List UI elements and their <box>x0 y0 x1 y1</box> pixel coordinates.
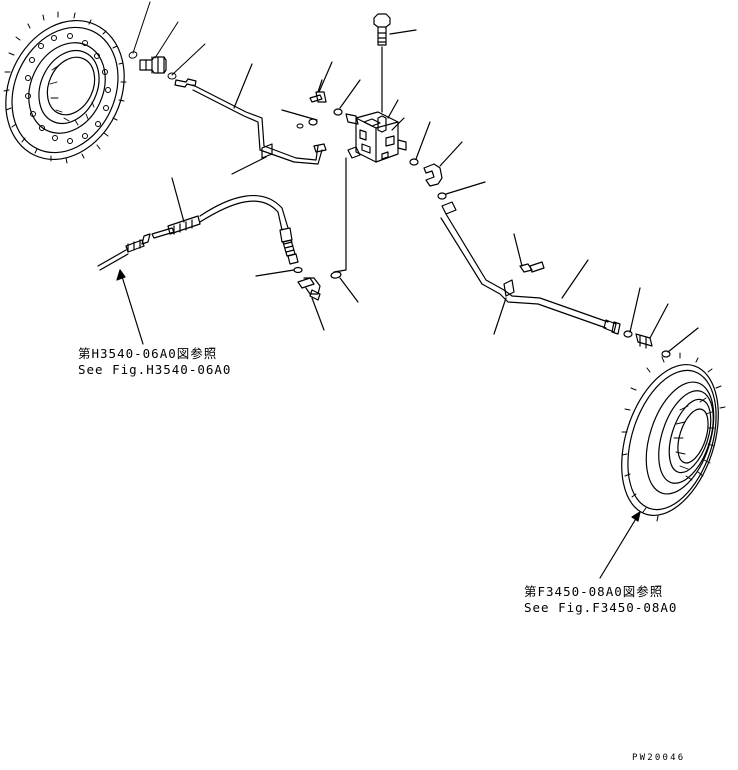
upper-left-brake-tube <box>175 64 326 174</box>
reference-label-left: 第H3540-06A0図参照 See Fig.H3540-06A0 <box>78 346 231 378</box>
left-callouts <box>128 2 205 79</box>
valve-right-elbow <box>410 122 485 199</box>
right-sprocket-disc <box>600 352 736 578</box>
top-bolt <box>374 14 416 112</box>
reference-right-en: See Fig.F3450-08A0 <box>524 600 678 615</box>
left-disc-bolt-holes <box>26 34 111 144</box>
reference-right-jp: 第F3450-08A0図参照 <box>524 584 664 599</box>
right-disc-teeth <box>622 353 725 521</box>
drawing-code: PW20046 <box>632 753 686 763</box>
reference-left-jp: 第H3540-06A0図参照 <box>78 346 218 361</box>
left-sprocket-disc <box>0 1 146 179</box>
brake-valve-block <box>348 100 406 162</box>
misc-orings <box>297 124 303 128</box>
right-adapter-fitting <box>624 288 698 357</box>
left-disc-teeth <box>4 12 126 163</box>
left-disc-inner-detail <box>50 66 94 125</box>
right-brake-tube <box>441 202 620 334</box>
center-vertical-line <box>331 158 358 302</box>
brake-hose <box>152 178 298 264</box>
upper-elbow-fitting <box>282 62 360 125</box>
right-disc-segments <box>674 398 714 480</box>
left-adapter-fitting <box>140 57 166 73</box>
hose-left-adapter <box>98 234 150 344</box>
reference-label-right: 第F3450-08A0図参照 See Fig.F3450-08A0 <box>524 584 677 616</box>
lower-left-elbow-fitting <box>256 268 324 331</box>
reference-left-en: See Fig.H3540-06A0 <box>78 362 232 377</box>
